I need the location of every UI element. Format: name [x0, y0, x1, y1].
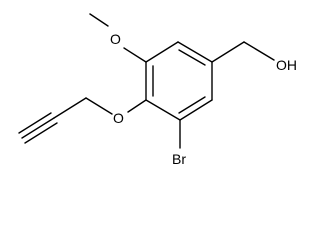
bond-methoxy-o-to-ring — [123, 47, 147, 63]
ring-bond-c2-c3 — [177, 41, 213, 63]
bond-ether-o-to-ch2 — [85, 97, 113, 115]
bond-methyl-to-methoxy-o — [89, 13, 109, 27]
ring-bond-c4-c5 — [179, 99, 213, 121]
bond-ring-to-ch2 — [211, 41, 245, 63]
methoxy-oxygen-label: O — [110, 31, 121, 47]
ring-bond-c1-c2 — [145, 41, 179, 63]
ring-bond-c4-c5-inner — [178, 96, 206, 114]
alkyne-triple-bond-3 — [24, 122, 58, 144]
ring-bond-c5-c6 — [145, 99, 181, 121]
bond-ch2-to-oh — [243, 41, 275, 61]
alkyne-triple-bond-2 — [18, 112, 52, 134]
bond-ring-to-ether-o — [127, 99, 147, 113]
hydroxyl-label: OH — [276, 57, 297, 73]
molecule-diagram: O O Br OH — [18, 13, 297, 167]
alkyne-triple-bond-1 — [21, 117, 55, 139]
ring-bond-c2-c3-inner — [178, 49, 206, 66]
propargyl-oxygen-label: O — [113, 110, 124, 126]
bromine-label: Br — [172, 151, 186, 167]
bond-ch2-to-alkyne — [53, 97, 87, 119]
structure-canvas: O O Br OH — [18, 13, 297, 167]
